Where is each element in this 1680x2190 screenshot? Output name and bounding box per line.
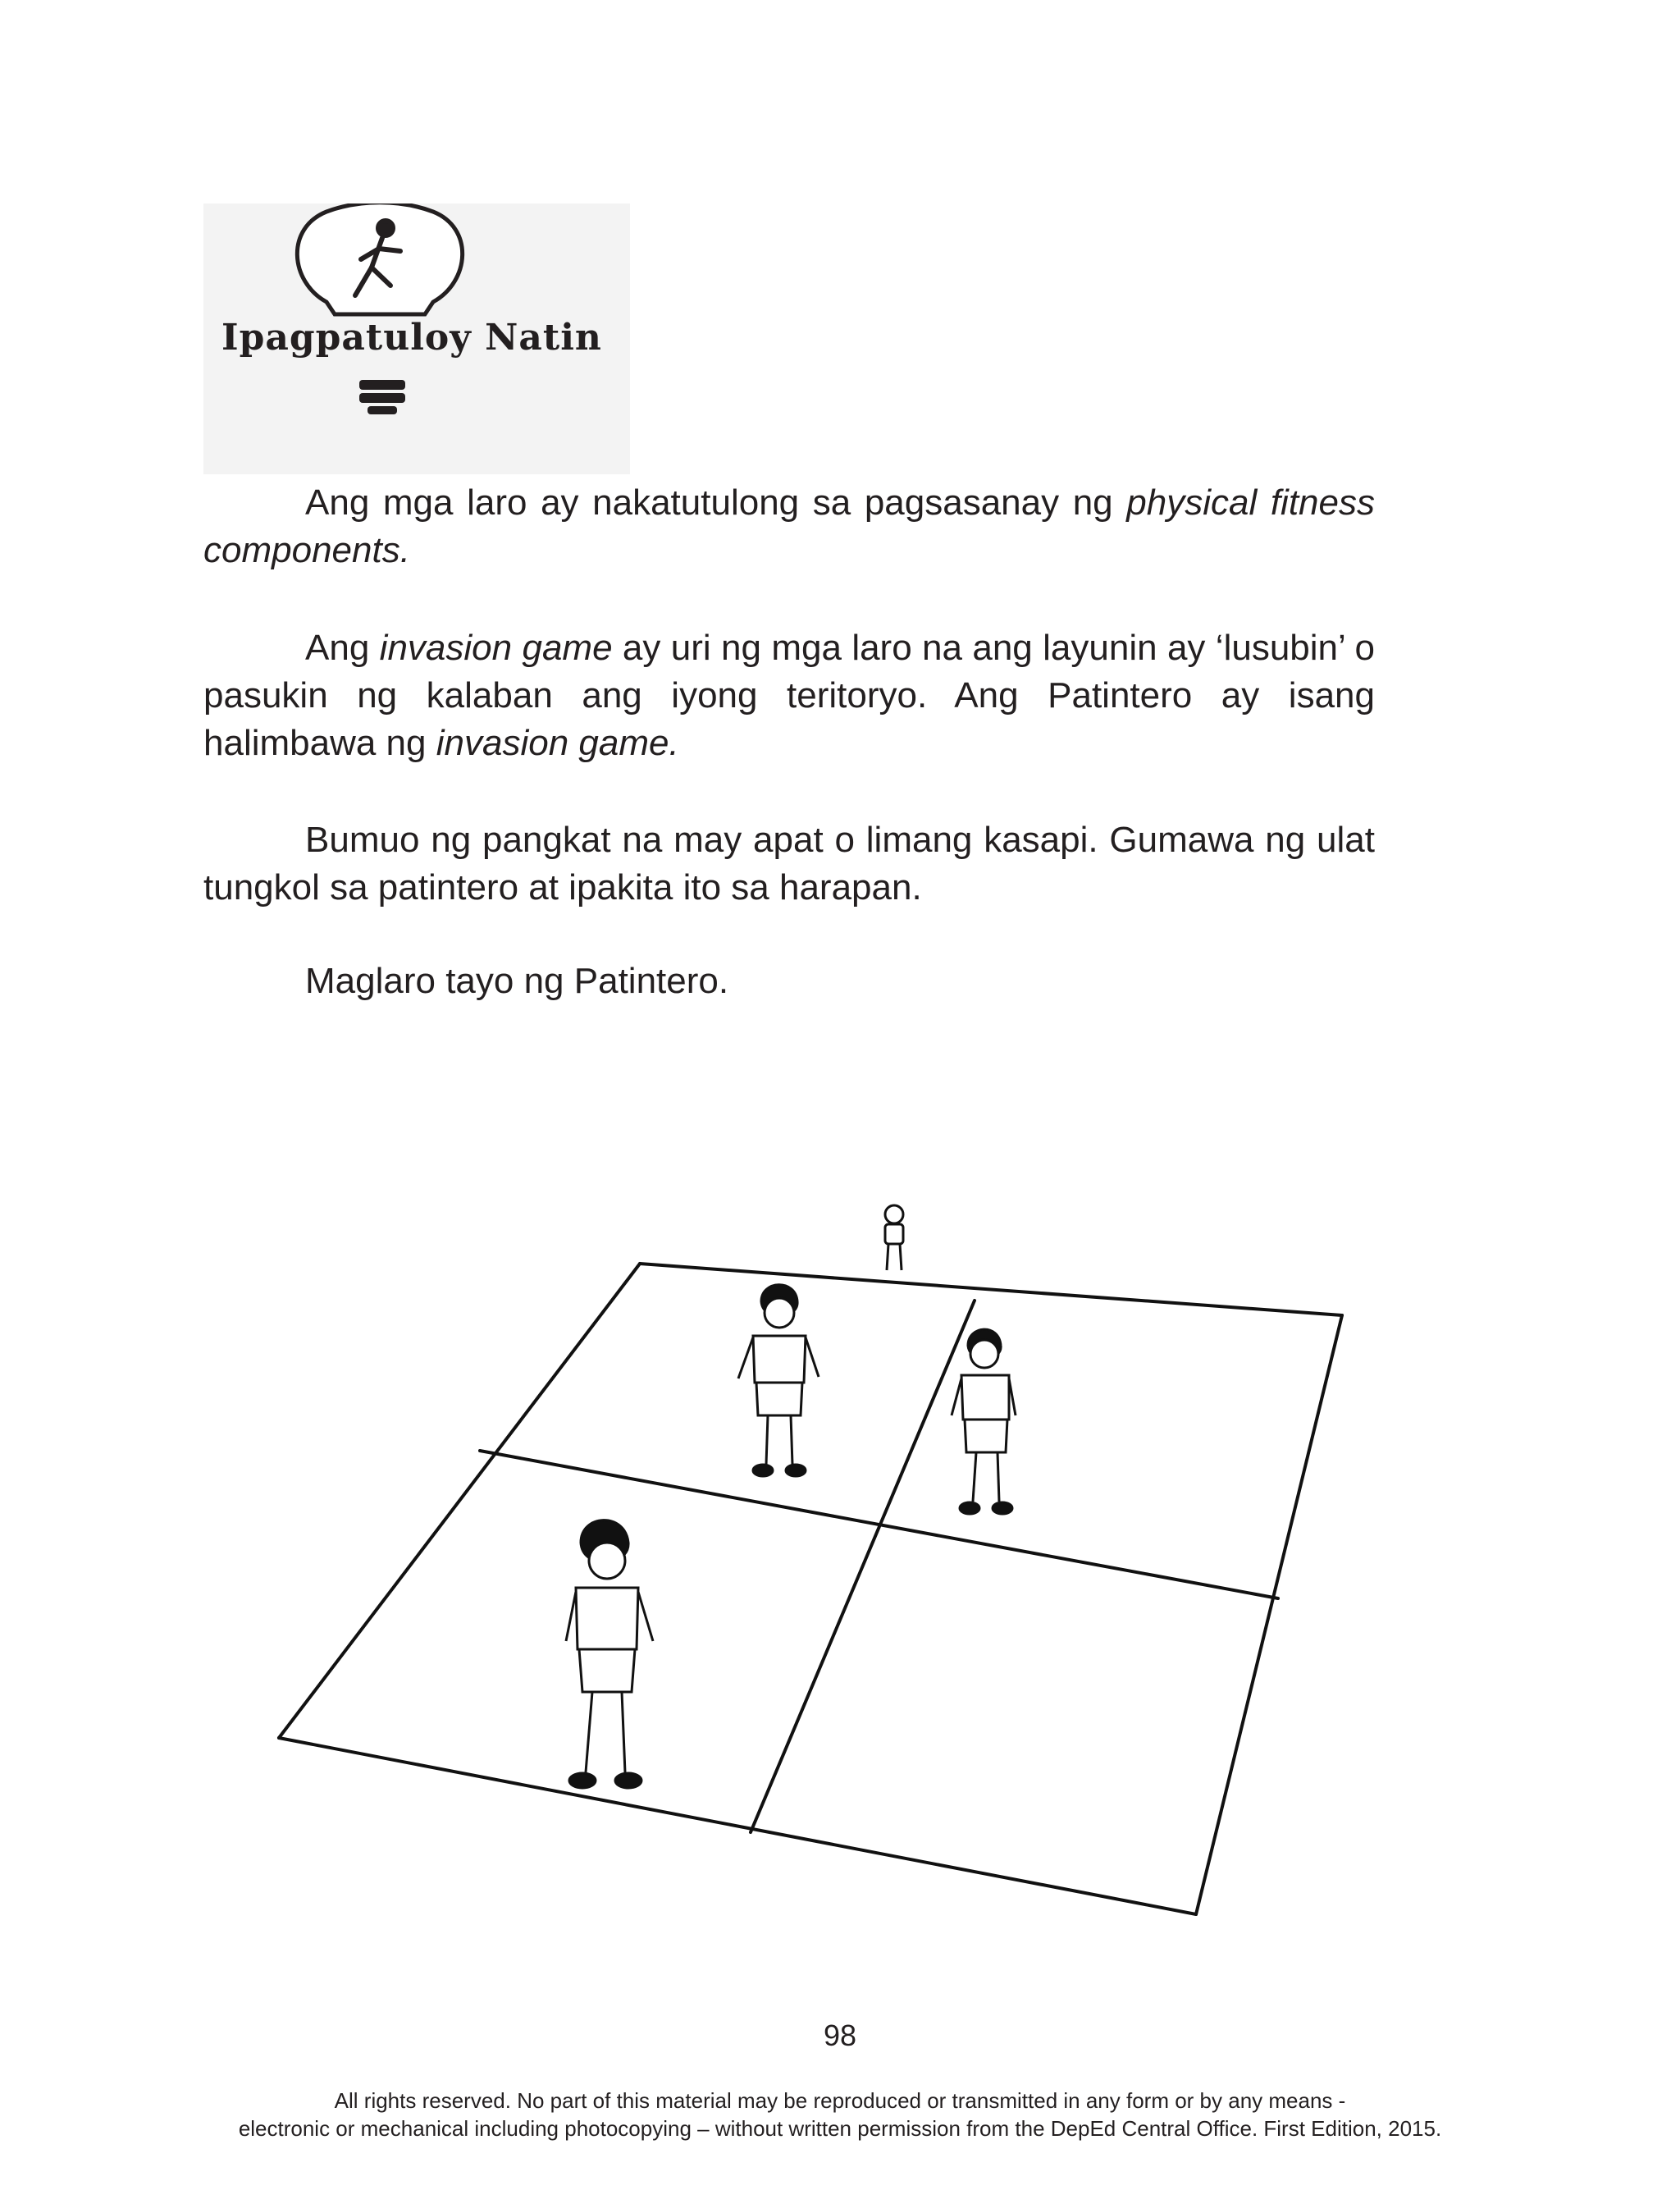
child-middle-left [737, 1283, 820, 1478]
child-far [883, 1204, 905, 1271]
child-middle-right [950, 1328, 1017, 1516]
paragraph-2-text-b: ay uri ng mga laro na ang layunin ay ‘lu… [203, 628, 1375, 763]
court-near-line [277, 1736, 1198, 1916]
paragraph-1: Ang mga laro ay nakatutulong sa pagsasan… [203, 479, 1375, 574]
paragraph-1-italic: physical fitness components. [203, 482, 1375, 570]
paragraph-4: Maglaro tayo ng Patintero. [203, 958, 1375, 1005]
paragraph-1-text: Ang mga laro ay nakatutulong sa pagsasan… [305, 482, 1127, 523]
paragraph-4-text: Maglaro tayo ng Patintero. [305, 961, 729, 1001]
section-header: Ipagpatuloy Natin [203, 203, 630, 474]
court-center-vertical [749, 1299, 976, 1834]
footer-line-1: All rights reserved. No part of this mat… [334, 2088, 1346, 2113]
paragraph-3: Bumuo ng pangkat na may apat o limang ka… [203, 816, 1375, 912]
paragraph-2-italic-a: invasion game [379, 628, 613, 668]
paragraph-2: Ang invasion game ay uri ng mga laro na … [203, 624, 1375, 767]
court-far-line [638, 1262, 1344, 1317]
footer-line-2: electronic or mechanical including photo… [238, 2116, 1442, 2141]
court-right-line [1194, 1314, 1344, 1916]
paragraph-2-text-a: Ang [305, 628, 380, 668]
paragraph-2-italic-b: invasion game. [436, 723, 679, 763]
patintero-illustration [277, 1204, 1344, 1916]
copyright-footer: All rights reserved. No part of this mat… [0, 2087, 1680, 2142]
section-title: Ipagpatuloy Natin [221, 317, 602, 359]
lightbulb-runner-icon [294, 203, 465, 414]
child-front-left [564, 1519, 655, 1790]
court-left-line [277, 1262, 641, 1740]
page-number: 98 [823, 2019, 857, 2052]
paragraph-3-text: Bumuo ng pangkat na may apat o limang ka… [203, 820, 1375, 908]
